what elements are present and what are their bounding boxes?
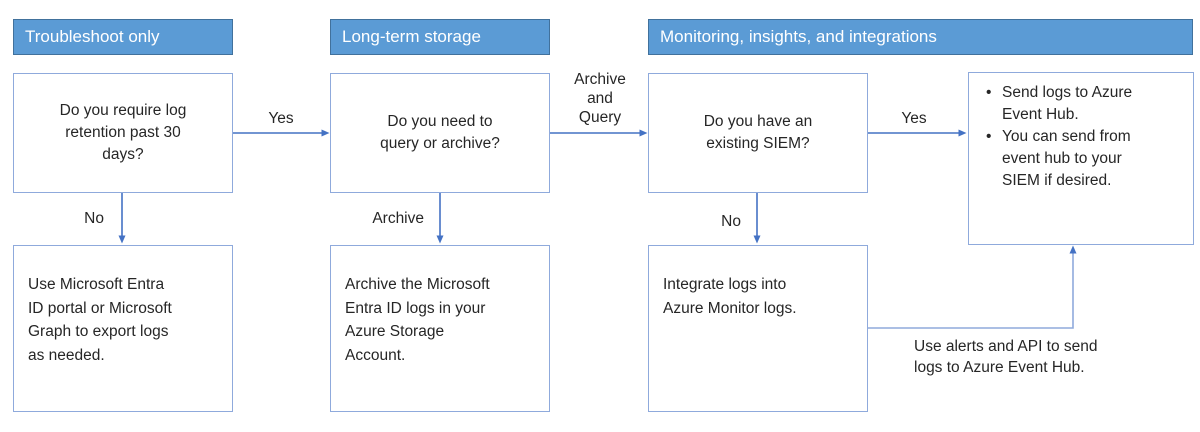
edge-label-archive-and-query: Archive and Query [574, 71, 626, 126]
edge-label-alerts-api: Use alerts and API to send logs to Azure… [914, 338, 1098, 376]
edge-label-yes-retention: Yes [268, 110, 294, 127]
box-archive-storage-account-text: Archive the Microsoft Entra ID logs in y… [345, 276, 490, 364]
box-event-hub-actions: Send logs to Azure Event Hub. You can se… [968, 72, 1194, 245]
edge-label-archive: Archive [372, 210, 424, 227]
event-hub-actions-list: Send logs to Azure Event Hub. You can se… [977, 82, 1187, 192]
box-log-retention-question: Do you require log retention past 30 day… [13, 73, 233, 193]
box-log-retention-question-text: Do you require log retention past 30 day… [59, 102, 187, 163]
box-export-logs-text: Use Microsoft Entra ID portal or Microso… [28, 276, 172, 364]
box-query-or-archive-question: Do you need to query or archive? [330, 73, 550, 193]
box-export-logs: Use Microsoft Entra ID portal or Microso… [13, 245, 233, 412]
box-query-or-archive-question-text: Do you need to query or archive? [380, 113, 500, 152]
event-hub-actions-item: Send logs to Azure Event Hub. [977, 82, 1187, 126]
edge-label-yes-siem: Yes [901, 110, 927, 127]
box-azure-monitor-logs-text: Integrate logs into Azure Monitor logs. [663, 276, 797, 317]
header-troubleshoot-only: Troubleshoot only [13, 19, 233, 55]
event-hub-actions-item: You can send from event hub to your SIEM… [977, 126, 1187, 192]
edge-label-no-retention: No [84, 210, 104, 227]
box-existing-siem-question-text: Do you have an existing SIEM? [703, 113, 813, 152]
box-existing-siem-question: Do you have an existing SIEM? [648, 73, 868, 193]
header-monitoring-insights-integrations: Monitoring, insights, and integrations [648, 19, 1193, 55]
header-long-term-storage: Long-term storage [330, 19, 550, 55]
box-archive-storage-account: Archive the Microsoft Entra ID logs in y… [330, 245, 550, 412]
edge-label-no-siem: No [721, 213, 741, 230]
box-azure-monitor-logs: Integrate logs into Azure Monitor logs. [648, 245, 868, 412]
arrow-monitor-to-event-hub [867, 245, 1077, 329]
